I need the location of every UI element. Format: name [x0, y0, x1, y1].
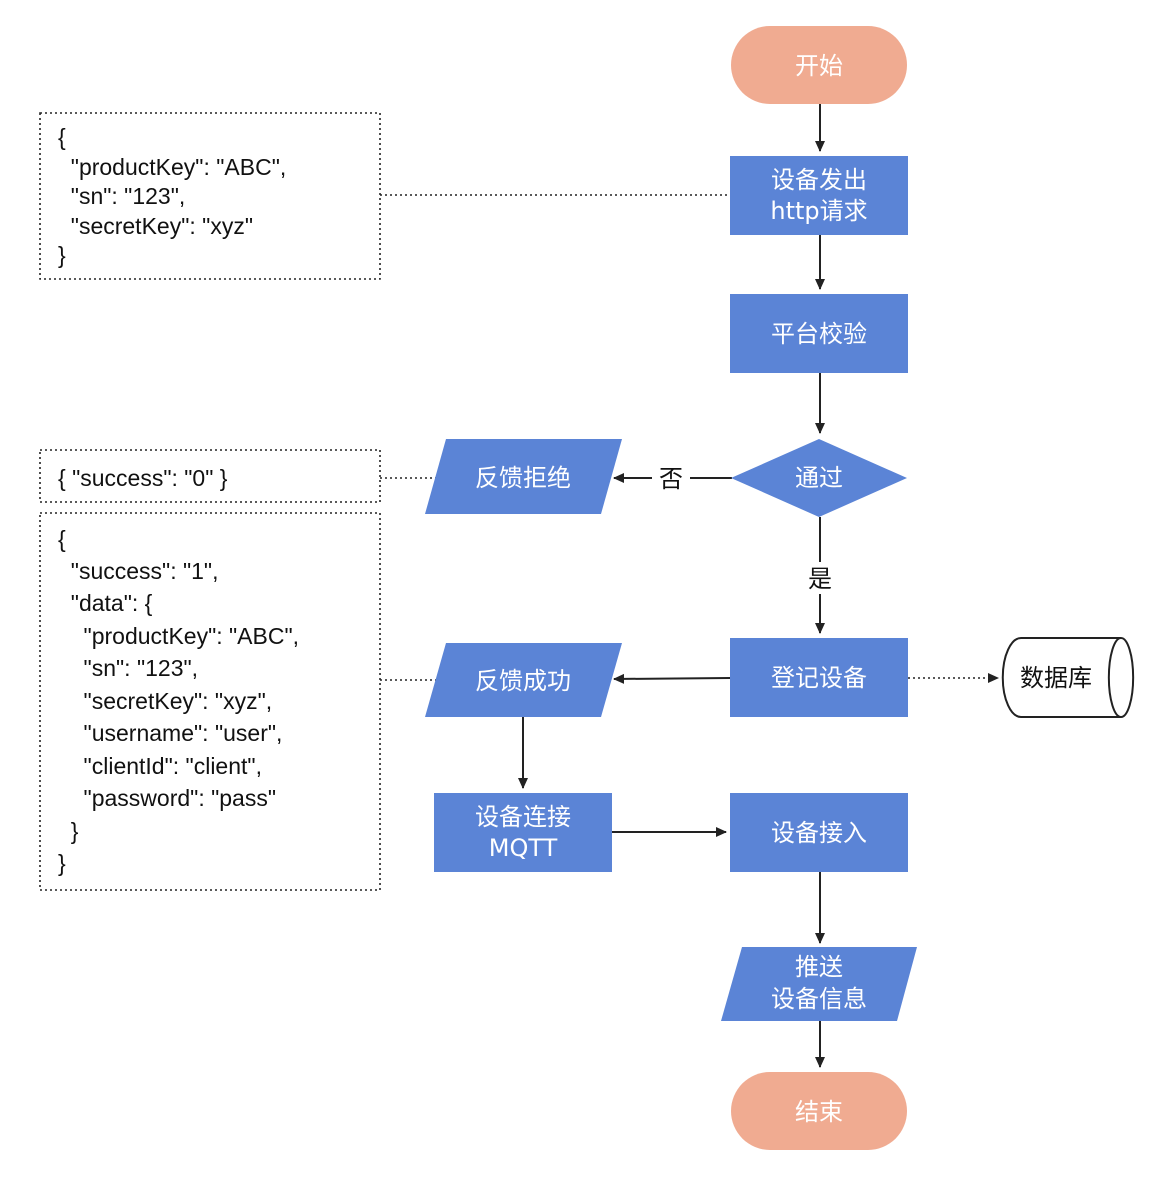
- push-info-label-line2: 设备信息: [771, 985, 867, 1013]
- reject-label: 反馈拒绝: [475, 464, 571, 492]
- push-info-label-line1: 推送: [795, 953, 843, 981]
- note-line: }: [58, 242, 66, 268]
- note-line: { "success": "0" }: [58, 465, 228, 491]
- send-request-shape: [730, 156, 908, 235]
- note-line: "data": {: [58, 590, 153, 616]
- register-label: 登记设备: [771, 664, 867, 692]
- node-pass-decision: 通过: [731, 439, 907, 517]
- edge-register-to-success: [613, 673, 731, 684]
- send-request-label-line1: 设备发出: [771, 166, 867, 194]
- note-line: "sn": "123",: [58, 183, 185, 209]
- note-line: }: [58, 850, 66, 876]
- device-access-label: 设备接入: [771, 819, 867, 847]
- note-line: "productKey": "ABC",: [58, 623, 299, 649]
- node-start: 开始: [731, 26, 907, 104]
- note-line: "clientId": "client",: [58, 753, 262, 779]
- note-line: "secretKey": "xyz": [58, 213, 253, 239]
- node-success: 反馈成功: [425, 643, 622, 717]
- end-label: 结束: [795, 1098, 843, 1126]
- note-reject-body-box: [39, 449, 381, 503]
- register-shape: [730, 638, 908, 717]
- send-request-label-line2: http请求: [770, 197, 867, 225]
- note-line: "username": "user",: [58, 720, 282, 746]
- node-database: 数据库: [1001, 637, 1135, 718]
- node-verify: 平台校验: [730, 294, 908, 373]
- note-line: "secretKey": "xyz",: [58, 688, 272, 714]
- success-shape: [425, 643, 622, 717]
- note-line: "sn": "123",: [58, 655, 198, 681]
- note-line: "success": "1",: [58, 558, 218, 584]
- database-shape-edge: [1107, 637, 1122, 718]
- node-reject: 反馈拒绝: [425, 439, 622, 514]
- note-line: "productKey": "ABC",: [58, 154, 286, 180]
- verify-label: 平台校验: [771, 320, 867, 348]
- edge-label-yes: 是: [808, 565, 832, 593]
- success-label: 反馈成功: [475, 667, 571, 695]
- edge-label-bg-no: [652, 462, 690, 494]
- node-register: 登记设备: [730, 638, 908, 717]
- edges: 否 是: [380, 104, 999, 1068]
- note-line: "password": "pass": [58, 785, 276, 811]
- device-access-shape: [730, 793, 908, 872]
- note-line: {: [58, 124, 66, 150]
- node-send-request: 设备发出 http请求: [730, 156, 908, 235]
- note-success-body: { "success": "1", "data": { "productKey"…: [39, 512, 381, 891]
- note-line: }: [58, 818, 79, 844]
- start-label: 开始: [795, 52, 843, 80]
- mqtt-connect-label-line2: MQTT: [489, 834, 558, 862]
- pass-decision-shape: [731, 439, 907, 517]
- node-device-access: 设备接入: [730, 793, 908, 872]
- node-mqtt-connect: 设备连接 MQTT: [434, 793, 612, 872]
- mqtt-connect-shape: [434, 793, 612, 872]
- mqtt-connect-label-line1: 设备连接: [475, 803, 571, 831]
- end-shape: [731, 1072, 907, 1150]
- edge-label-no: 否: [659, 465, 683, 493]
- note-success-body-box: [39, 512, 381, 891]
- reject-shape: [425, 439, 622, 514]
- verify-shape: [730, 294, 908, 373]
- edge-label-bg-yes: [804, 562, 836, 594]
- database-label: 数据库: [1020, 664, 1092, 692]
- note-line: {: [58, 526, 66, 552]
- pass-decision-label: 通过: [795, 464, 843, 492]
- note-request-body-box: [39, 112, 381, 280]
- note-reject-body: { "success": "0" }: [39, 449, 381, 503]
- start-shape: [731, 26, 907, 104]
- node-push-info: 推送 设备信息: [721, 947, 917, 1021]
- node-end: 结束: [731, 1072, 907, 1150]
- note-request-body: { "productKey": "ABC", "sn": "123", "sec…: [39, 112, 381, 280]
- push-info-shape: [721, 947, 917, 1021]
